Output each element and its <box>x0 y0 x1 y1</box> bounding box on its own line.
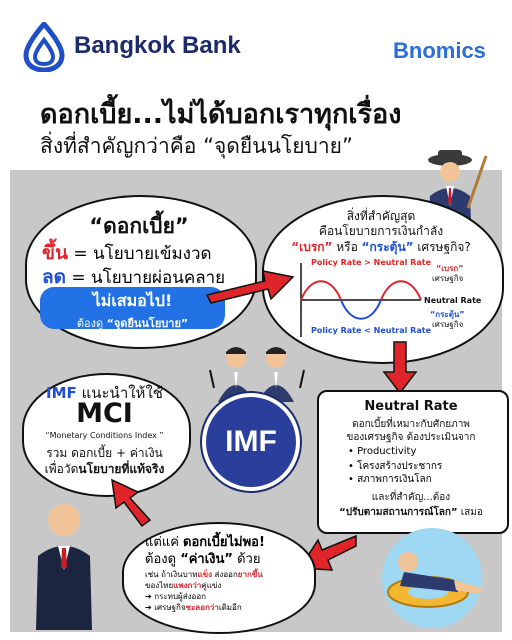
arrow-up-left-icon <box>111 478 152 528</box>
harder-text: ยากขึ้น <box>237 570 263 579</box>
imf-recommend-line: IMF แนะนำให้ใช้ <box>22 381 187 405</box>
neutral-rate-label: Neutral Rate <box>424 296 482 305</box>
relaxing-man-on-float-icon <box>382 528 482 628</box>
bald-man-icon <box>36 504 92 630</box>
bullet-global-finance: สภาพการเงินโลก <box>357 474 432 485</box>
rate-down-line: ลด = นโยบายผ่อนคลาย <box>42 262 225 292</box>
rate-down-word: ลด <box>42 266 66 288</box>
bangkok-bank-logo-icon <box>23 22 65 72</box>
bullet-productivity: Productivity <box>357 446 417 457</box>
pricier-text: แพงกว่า <box>173 581 202 590</box>
neutral-line2: ของเศรษฐกิจ ต้องประเมินจาก <box>346 432 476 443</box>
brand-name: Bangkok Bank <box>74 32 241 59</box>
policy-below-label: Policy Rate < Neutral Rate <box>311 326 432 335</box>
must-see-text: ต้องดู <box>145 552 181 567</box>
bullet-demographics: โครงสร้างประชากร <box>357 461 443 472</box>
mci-formula: รวม ดอกเบี้ย + ค่าเงิน <box>46 446 163 460</box>
economy-question: เศรษฐกิจ? <box>413 240 471 254</box>
competitor-text: คู่แข่ง <box>201 581 222 590</box>
more-text: เดิมอีก <box>218 603 242 612</box>
imf-word: IMF <box>46 384 77 402</box>
if-baht-text: เช่น ถ้าเงินบาท <box>145 570 198 579</box>
rate-not-enough-text: ดอกเบี้ยไม่พอ! <box>183 535 265 550</box>
of-thai-text: ของไทย <box>145 581 174 590</box>
policy-above-label: Policy Rate > Neutral Rate <box>311 258 432 267</box>
neutral-bullet-2: • โครงสร้างประชากร <box>348 461 443 472</box>
or-word: หรือ <box>332 240 362 254</box>
fx-line1: แต่แค่ ดอกเบี้ยไม่พอ! <box>145 531 265 552</box>
policy-stance-text: “จุดยืนนโยบาย” <box>106 317 189 330</box>
speech-bubble-mci <box>22 373 191 497</box>
rate-down-meaning: = นโยบายผ่อนคลาย <box>65 268 226 288</box>
economy-text: ➔ เศรษฐกิจ <box>145 603 186 612</box>
mci-full-name: “Monetary Conditions Index ” <box>45 431 164 440</box>
but-only-text: แต่แค่ <box>145 535 184 550</box>
look-at-text: ต้องดู <box>76 317 107 330</box>
true-policy-text: นโยบายที่แท้จริง <box>78 462 165 476</box>
recommend-text: แนะนำให้ใช้ <box>76 384 163 402</box>
neutral-rate-box <box>317 390 509 534</box>
header <box>0 0 512 92</box>
stance-line1: สิ่งที่สำคัญสุด <box>346 209 416 223</box>
neutral-bullet-1: • Productivity <box>348 446 417 457</box>
two-presenters-icon <box>209 347 305 402</box>
brake-label: “เบรก” <box>436 264 463 273</box>
neutral-line1: ดอกเบี้ยที่เหมาะกับศักยภาพ <box>352 419 470 430</box>
mci-purpose: เพื่อวัดนโยบายที่แท้จริง <box>22 460 187 479</box>
always-text: เสมอ <box>457 507 483 518</box>
strong-text: แข็ง <box>197 570 212 579</box>
arrow-down-icon <box>382 341 418 395</box>
stance-line3: “เบรก” หรือ “กระตุ้น” เศรษฐกิจ? <box>262 238 500 257</box>
neutral-rate-diagram: Policy Rate > Neutral Rate Policy Rate <… <box>300 258 482 337</box>
stimulate-label: “กระตุ้น” <box>430 309 465 320</box>
stimulate-word: “กระตุ้น” <box>361 240 414 254</box>
brake-sub-label: เศรษฐกิจ <box>432 274 464 283</box>
fx-line3: เช่น ถ้าเงินบาทแข็ง ส่งออกยากขึ้น <box>145 568 263 581</box>
brake-word: “เบรก” <box>291 240 333 254</box>
arrow-to-policy-icon <box>205 270 295 304</box>
currency-text: “ค่าเงิน” <box>180 552 233 567</box>
measure-text: เพื่อวัด <box>44 462 79 476</box>
speech-bubble-exchange-rate <box>122 522 316 634</box>
rate-up-meaning: = นโยบายเข้มงวด <box>67 244 212 264</box>
speech-bubble-policy-stance <box>262 195 504 364</box>
policy-stance-hint: ต้องดู “จุดยืนนโยบาย” <box>40 314 225 332</box>
neutral-bullet-3: • สภาพการเงินโลก <box>348 474 432 485</box>
fx-line5: ➔ กระทบผู้ส่งออก <box>145 592 206 601</box>
not-always-text: ไม่เสมอไป! <box>92 291 173 310</box>
page-subtitle: สิ่งที่สำคัญกว่าคือ “จุดยืนนโยบาย” <box>40 134 353 158</box>
neutral-line3: และที่สำคัญ...ต้อง <box>371 492 451 503</box>
imf-badge: IMF <box>202 393 300 491</box>
rate-up-word: ขึ้น <box>42 242 68 264</box>
fx-line4: ของไทยแพงกว่าคู่แข่ง <box>145 579 221 592</box>
not-always-callout: ไม่เสมอไป! ต้องดู “จุดยืนนโยบาย” <box>40 287 225 332</box>
mci-title: MCI <box>76 398 133 429</box>
fx-line2: ต้องดู “ค่าเงิน” ด้วย <box>145 548 260 569</box>
too-text: ด้วย <box>232 552 261 567</box>
page-title: ดอกเบี้ย...ไม่ได้บอกเราทุกเรื่อง <box>40 99 402 130</box>
neutral-line4: “ปรับตามสถานการณ์โลก” เสมอ <box>317 505 505 520</box>
bnomics-logo: Bnomics <box>393 38 486 63</box>
stimulate-sub-label: เศรษฐกิจ <box>432 320 464 329</box>
rate-up-line: ขึ้น = นโยบายเข้มงวด <box>42 238 212 268</box>
interest-rate-heading: “ดอกเบี้ย” <box>89 214 189 238</box>
neutral-rate-title: Neutral Rate <box>364 399 458 414</box>
export-text: ส่งออก <box>212 570 238 579</box>
stance-line2: คือนโยบายการเงินกำลัง <box>318 224 444 238</box>
adjust-global-text: “ปรับตามสถานการณ์โลก” <box>339 507 458 518</box>
fx-line6: ➔ เศรษฐกิจชะลอกว่าเดิมอีก <box>145 601 242 614</box>
slower-text: ชะลอกว่า <box>185 603 219 612</box>
